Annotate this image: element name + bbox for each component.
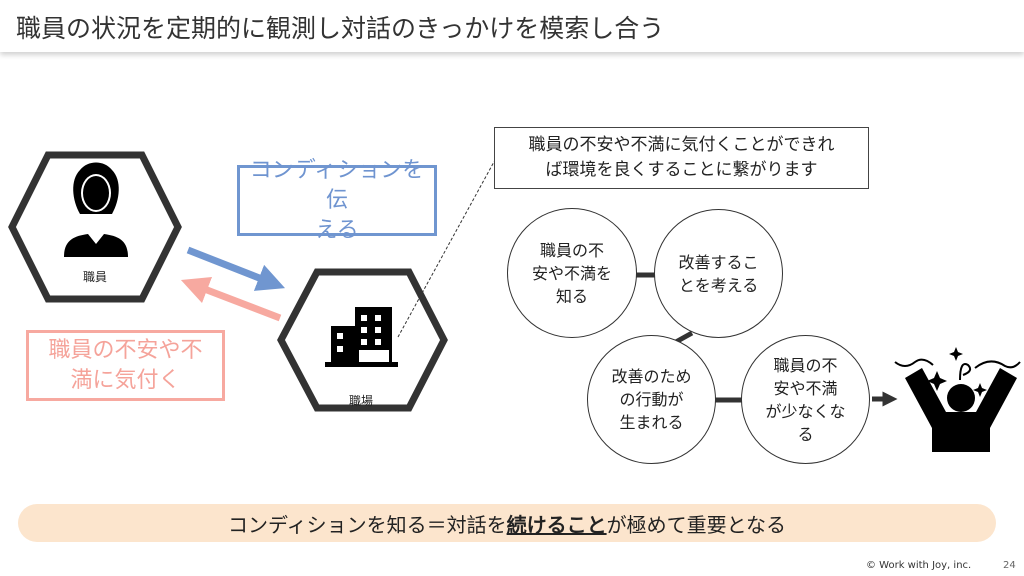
title-bar: 職員の状況を定期的に観測し対話のきっかけを模索し合う [0,0,1024,52]
text-line: 安や不満を [531,263,612,283]
copyright: © Work with Joy, inc. [866,560,972,571]
workplace-label: 職場 [348,394,373,408]
text-line: 満に気付く [70,367,181,393]
employee-label: 職員 [82,270,107,284]
text-line: 職員の不安や不満に気付くことができれ [528,135,835,155]
text-line: の行動が [619,390,684,409]
celebrating-person-icon [894,347,1021,452]
text-line: ば環境を良くすることに繋がります [545,160,818,180]
cycle-step-reduce: 職員の不安や不満が少なくなる [741,335,870,464]
text-line: とを考える [678,275,759,295]
page-title: 職員の状況を定期的に観測し対話のきっかけを模索し合う [16,14,665,43]
text-line: 生まれる [619,413,684,432]
cycle-step-think: 改善することを考える [654,209,783,338]
conclusion-emphasis: 続けること [506,512,607,537]
conclusion-text: が極めて重要となる [606,512,786,537]
text-line: が少なくな [765,401,846,421]
callout-leader-line [397,159,496,338]
employee-hexagon [8,151,182,303]
text-line: 職員の不安や不 [48,337,203,363]
building-icon [325,307,398,367]
text-line: 職員の不 [539,240,604,260]
text-line: コンディションを伝 [249,157,425,213]
text-line: 改善するこ [678,252,759,272]
notice-dissatisfaction-box: 職員の不安や不満に気付く [26,330,225,401]
blue-arrow [186,246,286,291]
conclusion-text: コンディションを知る＝対話を [227,512,507,537]
text-line: 知る [555,286,588,306]
page-number: 24 [1003,560,1016,571]
text-line: える [315,217,359,243]
cycle-step-act: 改善のための行動が生まれる [587,335,716,464]
text-line: 安や不満 [773,378,838,398]
cycle-step-know: 職員の不安や不満を知る [507,208,637,338]
callout-box: 職員の不安や不満に気付くことができれば環境を良くすることに繋がります [494,127,869,189]
text-line: る [797,424,814,444]
convey-condition-box: コンディションを伝える [237,158,437,243]
text-line: 職員の不 [773,355,838,375]
conclusion-banner: コンディションを知る＝対話を続けることが極めて重要となる [18,504,996,542]
person-icon [64,162,128,257]
text-line: 改善のため [611,367,692,386]
pink-arrow [180,276,282,322]
